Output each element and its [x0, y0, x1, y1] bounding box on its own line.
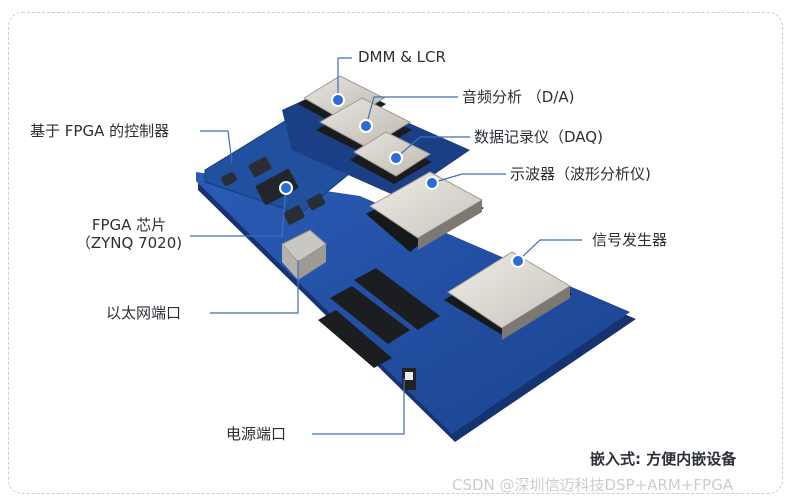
- label-controller: 基于 FPGA 的控制器: [30, 122, 170, 140]
- pin-header: [354, 268, 440, 330]
- dot-audio: [359, 119, 373, 133]
- dot-dmm: [331, 93, 345, 107]
- pin-header: [318, 310, 392, 368]
- chip: [283, 205, 305, 225]
- label-signal-generator: 信号发生器: [592, 231, 668, 249]
- dashed-frame: [8, 12, 783, 494]
- chip: [248, 156, 272, 178]
- module-signal-generator: [444, 251, 572, 340]
- leader-scope: [431, 173, 506, 184]
- label-ethernet: 以太网端口: [106, 304, 182, 322]
- leader-fpga: [190, 187, 287, 237]
- dot-fpga: [279, 181, 293, 195]
- label-daq: 数据记录仪（DAQ): [474, 128, 603, 146]
- dot-siggen: [511, 254, 525, 268]
- dot-scope: [425, 176, 439, 190]
- leader-daq: [395, 136, 470, 159]
- leader-power: [312, 378, 405, 435]
- label-fpga-chip: FPGA 芯片 （ZYNQ 7020): [72, 216, 186, 252]
- leader-audio: [365, 96, 458, 127]
- label-fpga-line1: FPGA 芯片: [91, 216, 167, 234]
- fpga-chip: [255, 169, 299, 205]
- label-audio: 音频分析 （D/A): [462, 88, 575, 106]
- watermark: CSDN @深圳信迈科技DSP+ARM+FPGA: [452, 476, 733, 494]
- leader-ethernet: [210, 260, 299, 314]
- leader-controller: [200, 130, 233, 164]
- chip: [306, 193, 326, 211]
- dot-daq: [389, 151, 403, 165]
- label-dmm-lcr: DMM & LCR: [358, 48, 446, 66]
- chip: [221, 172, 237, 186]
- label-fpga-line2: （ZYNQ 7020): [75, 234, 183, 252]
- leader-siggen: [517, 239, 582, 262]
- leader-dmm: [337, 57, 352, 100]
- module-oscilloscope: [366, 171, 484, 252]
- label-power: 电源端口: [226, 425, 287, 443]
- caption: 嵌入式: 方便内嵌设备: [590, 450, 737, 468]
- label-scope: 示波器（波形分析仪): [510, 165, 651, 183]
- pin-header: [330, 286, 410, 344]
